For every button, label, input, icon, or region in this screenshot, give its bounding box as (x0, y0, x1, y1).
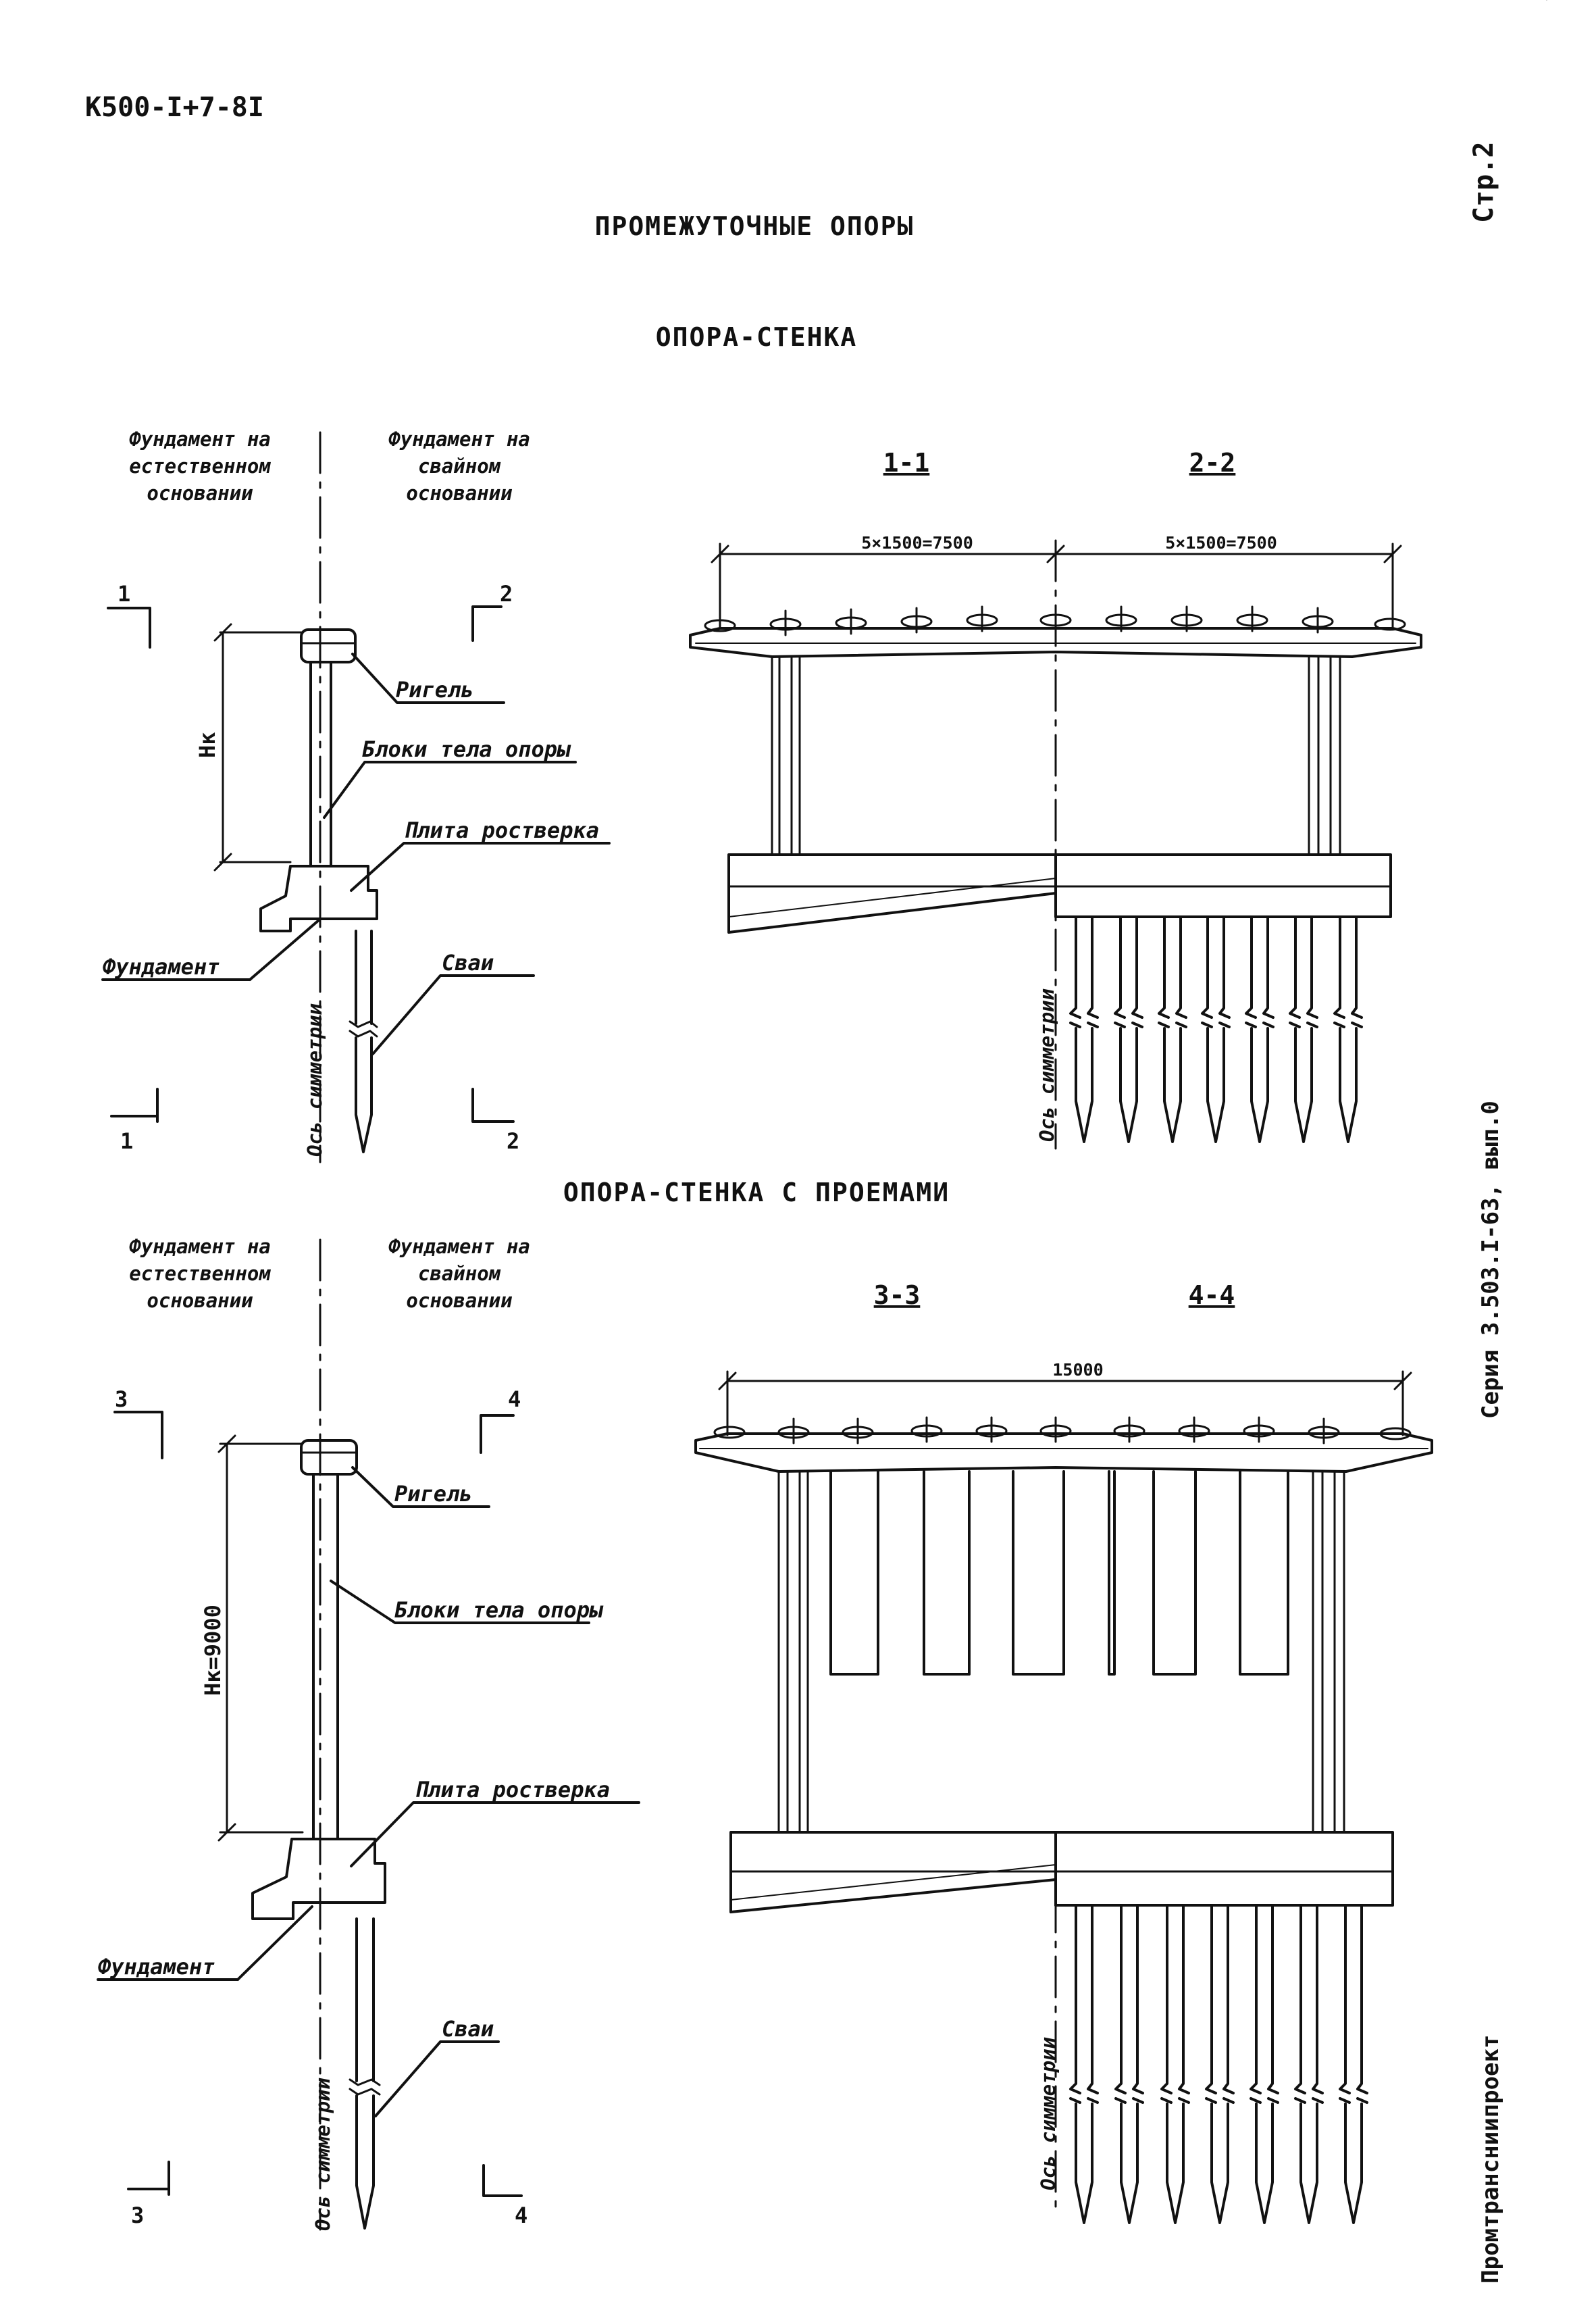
section1-found-natural-line1: Фундамент на (129, 428, 271, 451)
pile (1294, 1904, 1324, 2224)
section1-leader-plita (350, 842, 611, 892)
section2-view-right: 4-4 (1189, 1280, 1235, 1310)
section1-label-svai: Сваи (442, 950, 494, 976)
section1-piles (1069, 915, 1363, 1143)
section2-found-piles-line2: свайном (418, 1262, 501, 1285)
section2-label-rigel: Ригель (394, 1481, 473, 1507)
section1-cut-label-top-right: 2 (500, 581, 513, 607)
section1-view-right: 2-2 (1189, 448, 1236, 478)
section1-axis-label: Ось симметрии (303, 1003, 326, 1157)
section2-cut-label-bottom-right: 4 (515, 2203, 527, 2228)
series-stamp: Серия 3.503.I-63, вып.0 (1477, 1101, 1504, 1419)
pile (1114, 1904, 1144, 2224)
section2-views (694, 1370, 1433, 2224)
section2-axis-label: Ось симметрии (311, 2078, 334, 2231)
section1-height-dim: Нк (195, 732, 220, 758)
section1-leader-fundament (249, 919, 320, 981)
section1-cut-mark-top-left (107, 607, 151, 649)
section1-found-piles-line2: свайном (418, 455, 501, 478)
section2-found-piles-line3: основании (406, 1289, 512, 1312)
pile (1158, 915, 1187, 1143)
section2-cut-mark-top-left (113, 1411, 163, 1459)
main-title: ПРОМЕЖУТОЧНЫЕ ОПОРЫ (595, 211, 915, 241)
section1-label-plita: Плита ростверка (404, 818, 599, 843)
section1-rigel (300, 628, 357, 663)
section2-view-left: 3-3 (874, 1280, 921, 1310)
section2-openings (829, 1470, 1289, 1676)
section1-title: ОПОРА-СТЕНКА (656, 322, 858, 352)
section2-label-fundament: Фундамент (98, 1954, 215, 1980)
section1-cut-mark-bottom-right (471, 1088, 515, 1123)
section1-dim-left: 5×1500=7500 (861, 533, 973, 553)
section1-cut-mark-bottom-left (110, 1088, 159, 1123)
section1-view-left: 1-1 (883, 448, 930, 478)
section1-label-blocks: Блоки тела опоры (362, 736, 571, 762)
section2-label-svai: Сваи (442, 2016, 494, 2042)
organization-stamp: Промтрансниипроект (1477, 2035, 1504, 2284)
section1-cut-label-bottom-left: 1 (120, 1128, 133, 1154)
section2-cut-label-top-right: 4 (508, 1386, 521, 1412)
section1-found-natural-line3: основании (147, 482, 253, 505)
section1-cut-mark-top-right (471, 605, 503, 642)
pile (1160, 1904, 1190, 2224)
pile (1250, 1904, 1279, 2224)
section2-height-dim: Нк=9000 (200, 1605, 226, 1696)
page-number: Стр.2 (1468, 142, 1499, 223)
section2-piles (1069, 1904, 1368, 2224)
section2-cut-label-bottom-left: 3 (131, 2203, 144, 2228)
section1-leader-rigel (351, 653, 505, 704)
section2-rigel (300, 1439, 358, 1476)
section1-views (689, 539, 1422, 1150)
section1-found-natural-line2: естественном (129, 455, 271, 478)
section2-found-natural-line3: основании (147, 1289, 253, 1312)
section2-found-piles-line1: Фундамент на (388, 1235, 530, 1258)
section2-cap-beam (694, 1432, 1433, 1473)
pile (1205, 1904, 1235, 2224)
section1-footing (259, 865, 378, 932)
pile (1069, 915, 1099, 1143)
section1-footing-slab (727, 853, 1392, 934)
section1-views-axis-label: Ось симметрии (1035, 988, 1058, 1142)
section2-footing (251, 1838, 386, 1920)
section1-cut-label-bottom-right: 2 (507, 1128, 519, 1154)
pile (1114, 915, 1143, 1143)
pile (1333, 915, 1363, 1143)
pile (1245, 915, 1275, 1143)
section2-found-natural-line2: естественном (129, 1262, 271, 1285)
pile (1339, 1904, 1368, 2224)
section1-cut-label-top-left: 1 (118, 581, 130, 607)
section1-found-piles-line3: основании (406, 482, 512, 505)
section1-dim-right: 5×1500=7500 (1165, 533, 1277, 553)
pile (1069, 1904, 1099, 2224)
section2-views-axis-label: Ось симметрии (1037, 2037, 1060, 2190)
section1-leader-svai (371, 974, 535, 1055)
pile (1289, 915, 1318, 1143)
section2-found-natural-line1: Фундамент на (129, 1235, 271, 1258)
section1-label-rigel: Ригель (396, 677, 474, 703)
section2-cut-mark-top-right (480, 1414, 515, 1454)
section2-label-plita: Плита ростверка (415, 1777, 610, 1803)
section1-found-piles-line1: Фундамент на (388, 428, 530, 451)
doc-code: К500-I+7-8I (85, 92, 264, 123)
section2-title: ОПОРА-СТЕНКА С ПРОЕМАМИ (563, 1178, 950, 1207)
section2-cut-mark-bottom-right (482, 2164, 523, 2197)
section1-label-fundament: Фундамент (103, 954, 220, 980)
section2-label-blocks: Блоки тела опоры (394, 1597, 604, 1623)
section2-dim-total: 15000 (1052, 1360, 1103, 1380)
section1-elevation (101, 431, 611, 1163)
pile (1201, 915, 1231, 1143)
section2-cut-label-top-left: 3 (115, 1386, 128, 1412)
section1-leader-blocks (323, 761, 577, 819)
section2-cut-mark-bottom-left (127, 2161, 170, 2196)
section2-elevation (97, 1238, 640, 2231)
